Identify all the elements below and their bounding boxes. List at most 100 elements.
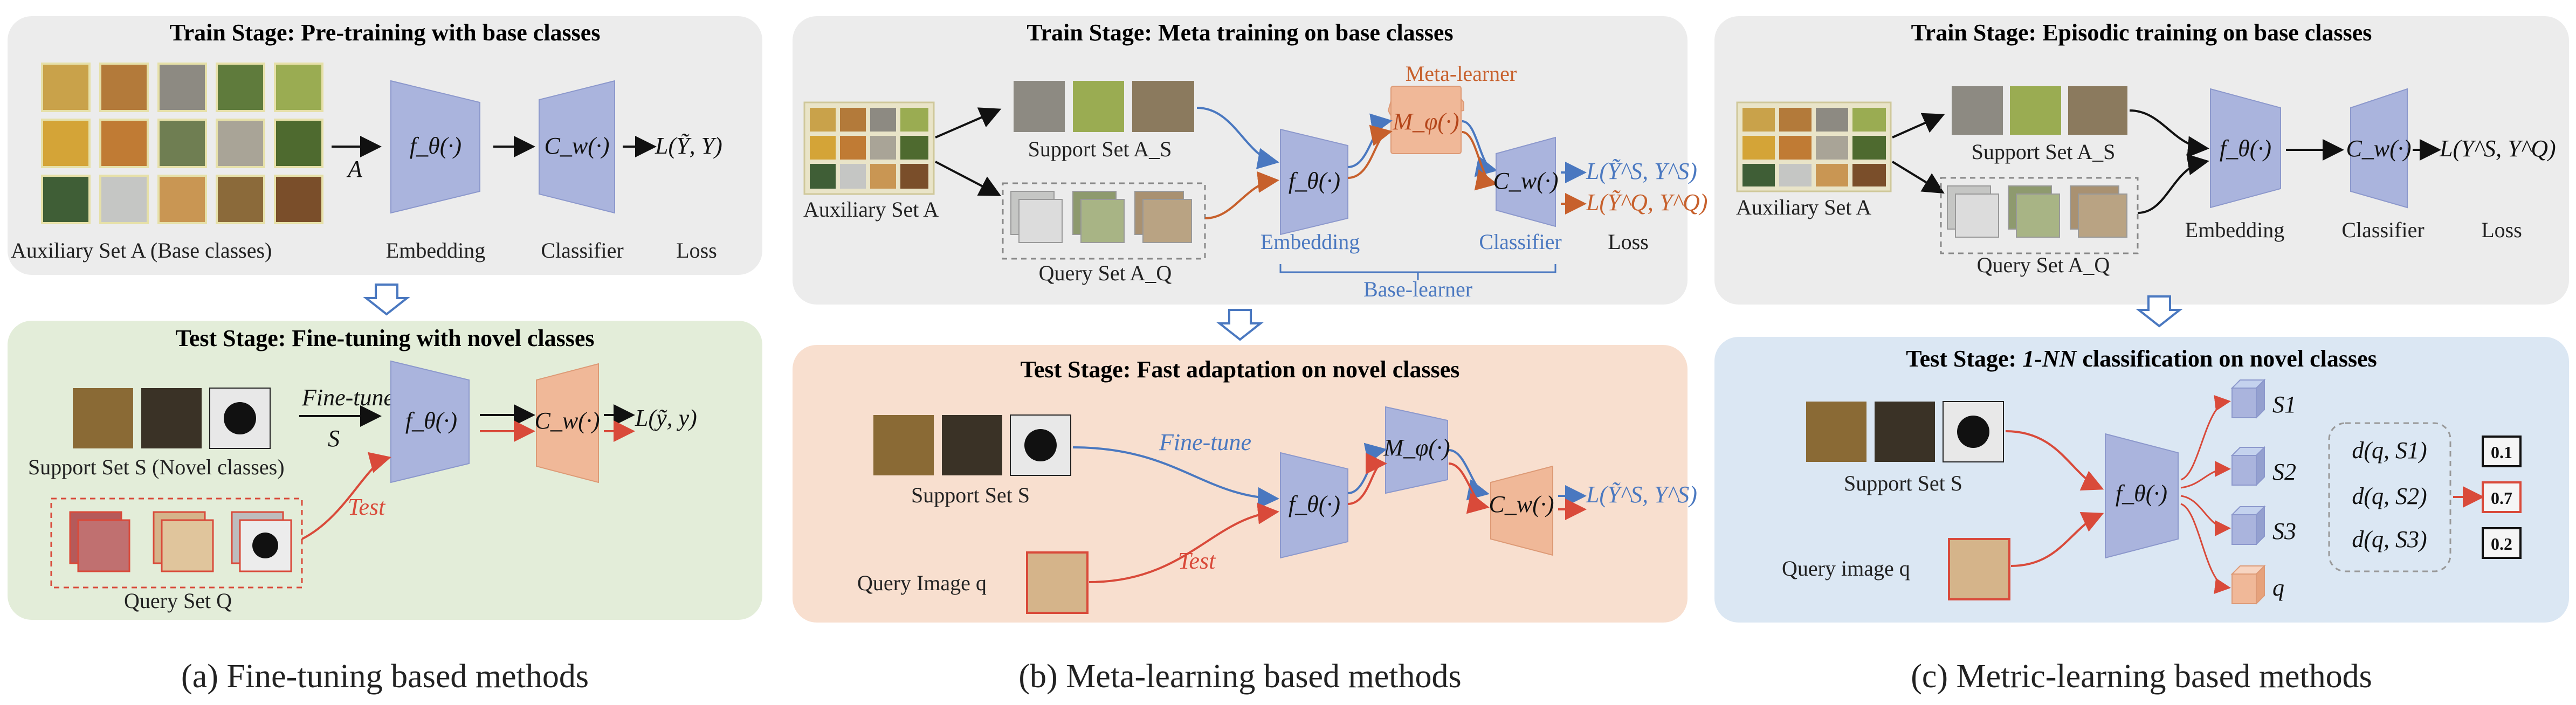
fine-tune-label: Fine-tune [301,384,394,411]
embedding-block [2105,433,2179,559]
animal-thumbnail [1779,164,1812,186]
arrow [1462,131,1498,191]
feature-cube-icon [2231,455,2257,486]
auxiliary-image-grid [41,63,323,224]
animal-thumbnail [1852,164,1886,186]
down-arrow-icon [1216,309,1264,341]
embedding-symbol: f_θ(·) [2220,135,2271,162]
input-label-a: A [346,156,363,182]
arrow [935,161,1002,196]
classifier-symbol: C_w(·) [1493,168,1559,194]
auxiliary-image-grid [1736,101,1892,192]
query-image [1018,199,1063,243]
support-image [2068,86,2127,135]
query-image [1026,551,1089,614]
animal-thumbnail [1779,108,1812,132]
embedding-block [1280,452,1348,559]
animal-thumbnail [216,119,265,168]
query-image-label: Query Image q [857,571,987,595]
embedding-block [390,360,470,483]
embedding-symbol: f_θ(·) [1289,168,1340,194]
feature-cube-icon [2231,514,2257,545]
animal-thumbnail [41,119,91,168]
classifier-symbol: C_w(·) [2346,135,2412,162]
query-set-box [1002,182,1206,260]
animal-thumbnail [1816,136,1848,160]
feature-cube-icon [2231,388,2257,418]
animal-thumbnail [274,63,323,112]
arrow [2180,461,2231,489]
train-stage-title: Train Stage: Pre-training with base clas… [170,19,601,46]
test-loss: L(ỹ, y) [635,405,697,431]
feature-cube-icon [2256,505,2265,546]
animal-thumbnail [99,175,149,224]
support-flow-arrow [1196,107,1279,169]
panel-a: Train Stage: Pre-training with base clas… [8,16,762,695]
classifier-block [2350,88,2408,209]
query-set-label: Query Set Q [124,589,232,613]
dog-image [1875,402,1935,462]
animal-thumbnail [157,119,207,168]
animal-thumbnail [274,175,323,224]
loss-label: Loss [1608,230,1649,254]
support-set-label: Support Set A_S [1028,137,1172,161]
embedding-symbol: f_θ(·) [2116,480,2167,507]
query-image [1948,538,2010,600]
query-image [161,519,214,572]
score-2: 0.7 [2491,488,2512,508]
embedding-label: Embedding [2185,218,2284,242]
embedding-symbol: f_θ(·) [405,407,457,434]
embedding-block [390,80,480,214]
animal-thumbnail [1852,108,1886,132]
animal-thumbnail [840,136,866,160]
feature-label-s2: S2 [2272,459,2296,485]
animal-thumbnail [99,63,149,112]
arrow [2180,503,2231,594]
mushroom-image [73,388,133,448]
panel-c: Train Stage: Episodic training on base c… [1714,16,2569,695]
embedding-block [2210,88,2281,209]
feature-cubes [2230,378,2266,605]
test-stage-title: Test Stage: 1-NN classification on novel… [1906,345,2377,372]
meta-learner-label: Meta-learner [1406,61,1517,86]
arrow [2010,512,2104,567]
panda-image [224,402,256,434]
meta-symbol: M_φ(·) [1392,108,1459,135]
train-stage-title: Train Stage: Episodic training on base c… [1911,19,2372,46]
score-box [2482,436,2522,467]
test-arrow [1089,502,1279,583]
animal-thumbnail [840,108,866,132]
animal-thumbnail [1742,136,1775,160]
classifier-label: Classifier [1479,230,1561,254]
test-loss: L(Ỹ^S, Y^S) [1586,481,1697,508]
embedding-symbol: f_θ(·) [410,133,462,159]
query-image [252,533,278,558]
animal-thumbnail [274,119,323,168]
support-image [1014,81,1065,132]
animal-thumbnail [900,136,928,160]
classifier-label: Classifier [2341,218,2424,242]
arrow [1448,462,1490,514]
query-set-label: Query Set A_Q [1039,261,1172,285]
animal-thumbnail [1816,164,1848,186]
dog-image [141,388,202,448]
classifier-block [1490,465,1553,556]
arrow [1347,453,1387,505]
query-set-box [1940,177,2139,254]
classifier-block [539,80,615,214]
feature-label-s3: S3 [2272,518,2296,544]
arrow [2129,109,2209,158]
animal-thumbnail [840,164,866,189]
query-image [239,519,292,572]
animal-thumbnail [216,63,265,112]
auxiliary-set-label: Auxiliary Set A (Base classes) [11,238,272,262]
test-stage-title: Test Stage: Fast adaptation on novel cla… [1021,356,1460,383]
animal-thumbnail [870,108,896,132]
query-image [1142,199,1192,243]
meta-symbol: M_φ(·) [1383,434,1450,461]
support-set-label: Support Set S [911,483,1030,507]
feature-label-s1: S1 [2272,391,2296,418]
arrow [2180,495,2231,536]
support-image [1132,81,1194,132]
